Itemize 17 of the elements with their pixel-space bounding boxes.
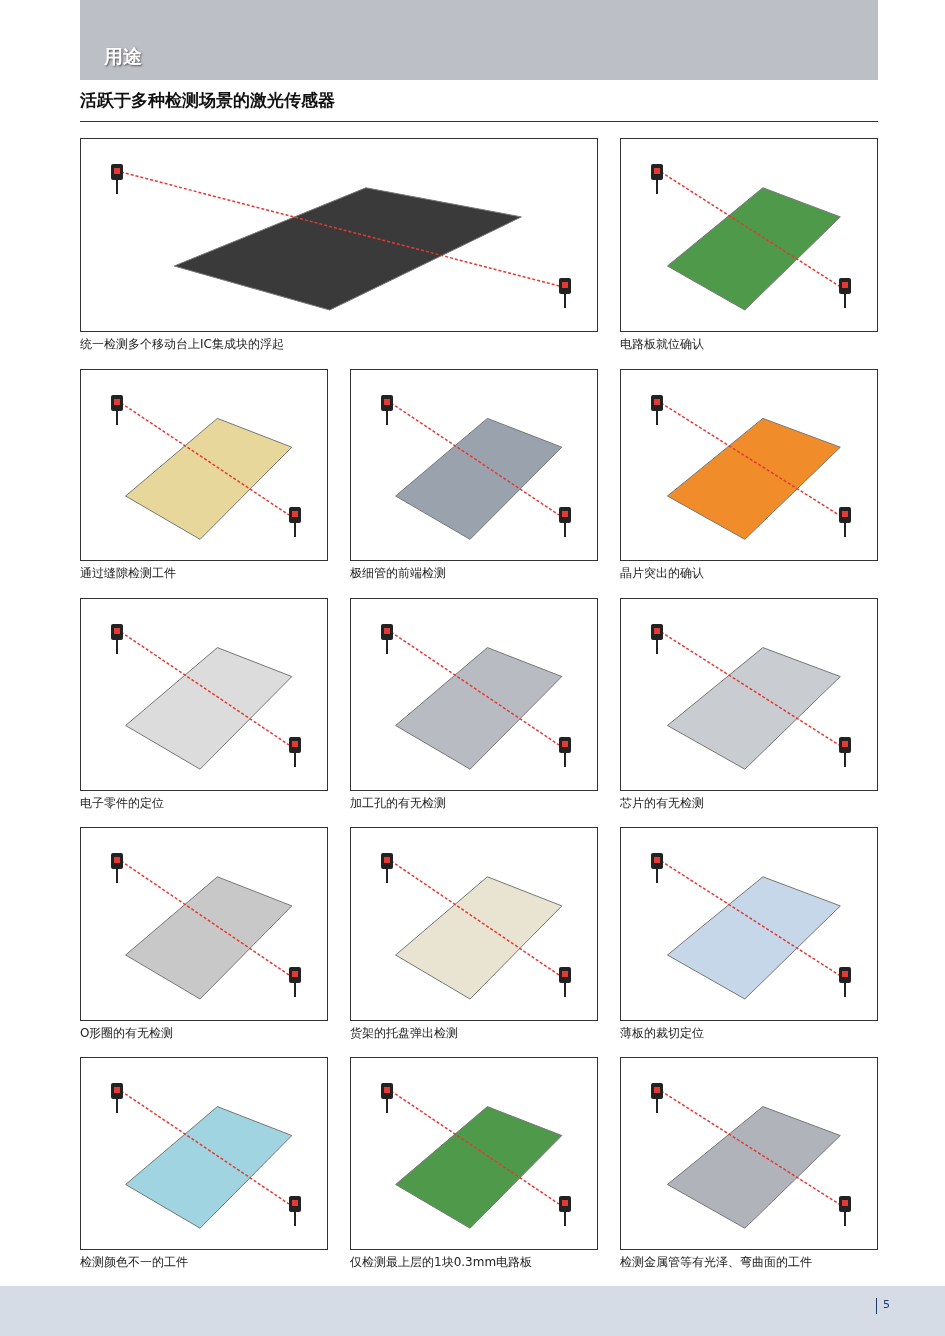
panel-caption: 货架的托盘弹出检测 [350,1025,458,1042]
panel-caption: 晶片突出的确认 [620,565,704,582]
panel-caption: 检测颜色不一的工件 [80,1254,188,1271]
panel-caption: 加工孔的有无检测 [350,795,446,812]
section-heading: 用途 [104,44,142,69]
panel-caption: 仅检测最上层的1块0.3mm电路板 [350,1254,533,1271]
panel-caption: 检测金属管等有光泽、弯曲面的工件 [620,1254,812,1271]
panel-caption: 芯片的有无检测 [620,795,704,812]
page-number: 5 [883,1298,890,1311]
panel-caption: 薄板的裁切定位 [620,1025,704,1042]
panel-caption: 电路板就位确认 [620,336,704,353]
panel-caption: 极细管的前端检测 [350,565,446,582]
panel-caption: O形圈的有无检测 [80,1025,174,1042]
panel-caption: 电子零件的定位 [80,795,164,812]
panel-caption: 通过缝隙检测工件 [80,565,176,582]
panel-caption: 统一检测多个移动台上IC集成块的浮起 [80,336,284,353]
page-title: 活跃于多种检测场景的激光传感器 [80,89,335,112]
